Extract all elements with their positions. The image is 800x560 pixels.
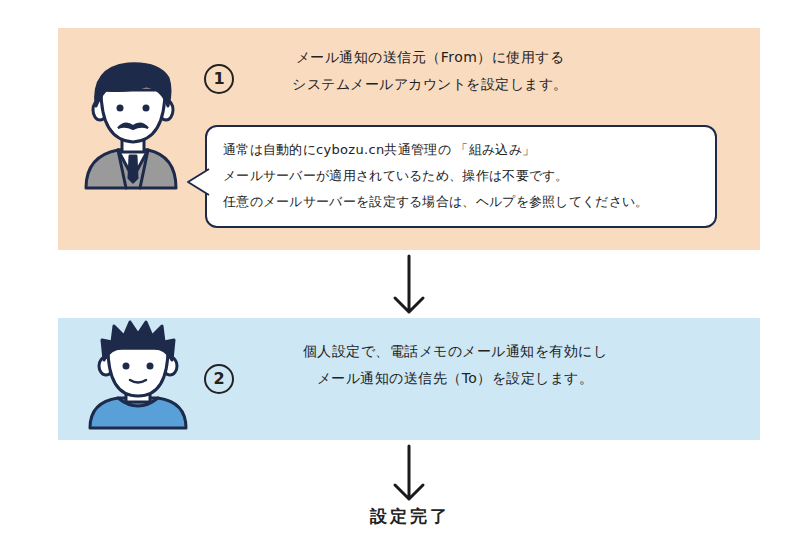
speech-tail bbox=[186, 167, 210, 197]
instruction-band: 個人設定で、電話メモのメール通知を有効にし メール通知の送信先（To）を設定しま… bbox=[58, 318, 760, 440]
flow-arrow bbox=[395, 256, 423, 312]
end-label: 設定完了 bbox=[324, 505, 496, 537]
staff-illustration bbox=[58, 318, 258, 440]
callout-number: 1 bbox=[204, 64, 234, 94]
speech-bubble: 通常は自動的にcybozu.cn共通管理の 「組み込み」メールサーバーが適用され… bbox=[205, 125, 717, 228]
step-text: メール通知の送信元（From）に使用する システムメールアカウントを設定します。 bbox=[265, 44, 595, 98]
callout-number: 2 bbox=[204, 364, 234, 394]
flow-arrow bbox=[395, 446, 423, 499]
end-text: 設定完了 bbox=[324, 505, 496, 528]
step-text: 個人設定で、電話メモのメール通知を有効にし メール通知の送信先（To）を設定しま… bbox=[290, 338, 620, 392]
note-text: 通常は自動的にcybozu.cn共通管理の 「組み込み」メールサーバーが適用され… bbox=[207, 127, 715, 225]
instruction-band: メール通知の送信元（From）に使用する システムメールアカウントを設定します。… bbox=[58, 28, 760, 250]
